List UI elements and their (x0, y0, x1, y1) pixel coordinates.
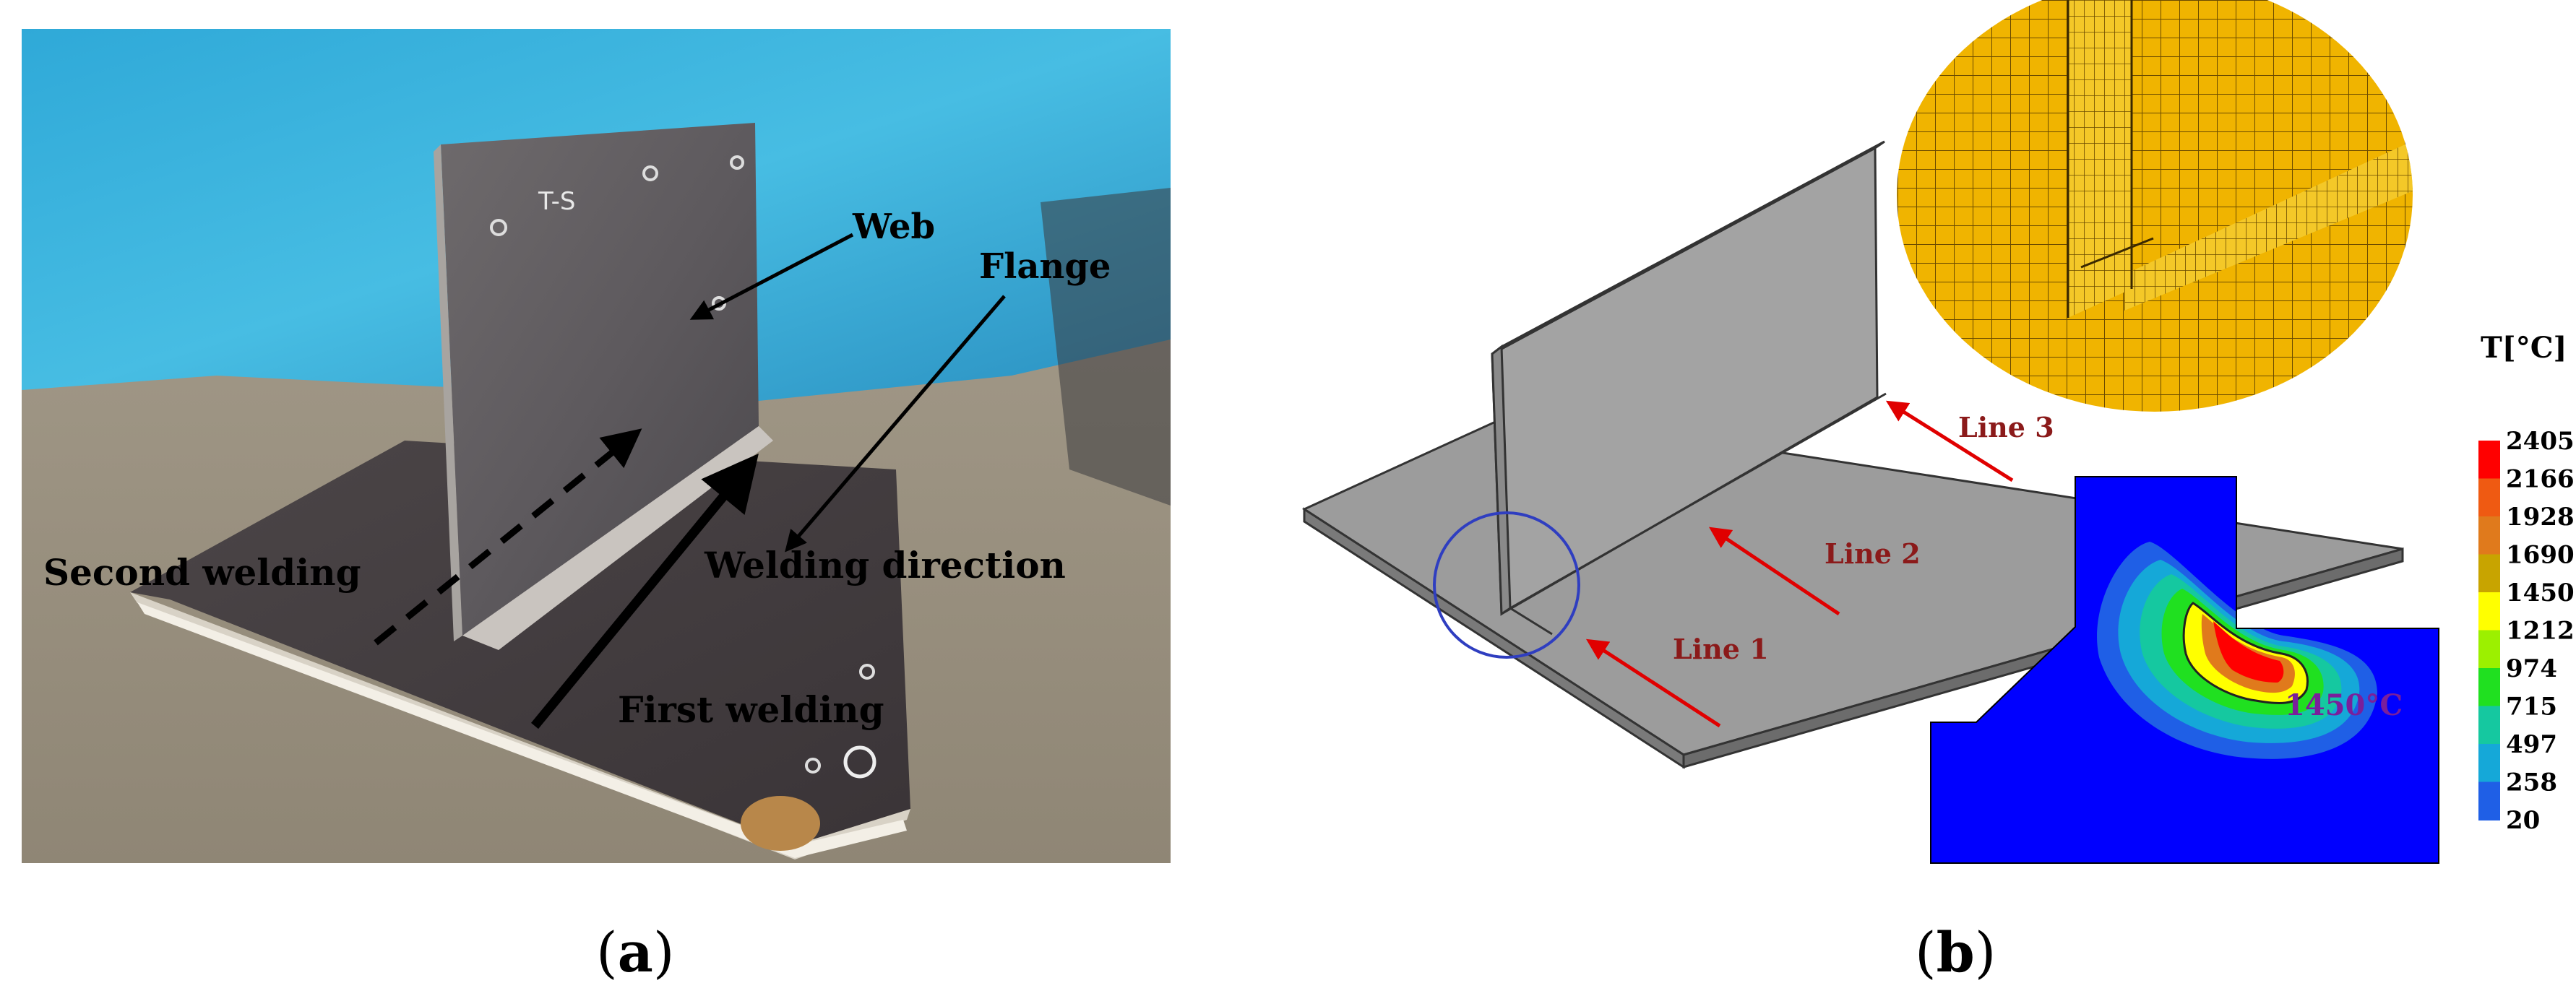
legend-tick-label: 497 (2506, 730, 2557, 759)
label-line-2: Line 2 (1825, 537, 1921, 570)
flange-plate (130, 441, 910, 845)
web-pointer-arrow (689, 233, 854, 320)
first-welding-arrow (530, 453, 759, 729)
legend-title: T[°C] (2481, 331, 2567, 365)
legend-swatch (2478, 592, 2500, 631)
caption-b: (b) (1915, 920, 1996, 984)
label-welding-direction: Welding direction (704, 544, 1066, 586)
mesh-detail (1897, 0, 2413, 412)
caption-a: (a) (596, 920, 675, 984)
isotherm-label: 1450°C (2285, 688, 2403, 722)
detail-circle (1433, 511, 1580, 659)
legend-swatch (2478, 744, 2500, 783)
legend-tick-label: 1450 (2506, 579, 2575, 607)
label-second-welding: Second welding (43, 551, 361, 594)
legend-tick-label: 715 (2506, 693, 2557, 722)
legend-tick-label: 2405 (2506, 427, 2575, 456)
second-welding-arrow (374, 428, 642, 646)
temperature-legend: T[°C] 2405 2166 1928 1690 1450 1212 974 715 497 2… (2478, 331, 2575, 835)
legend-tick-label: 20 (2506, 806, 2540, 835)
legend-swatch (2478, 630, 2500, 669)
legend-tick-label: 1690 (2506, 541, 2575, 570)
temperature-field (1930, 476, 2439, 864)
line-2-arrow (1709, 527, 1840, 616)
legend-swatch (2478, 441, 2500, 480)
legend-swatch (2478, 706, 2500, 745)
line-1-arrow (1585, 638, 1721, 728)
weld-bead (462, 426, 773, 650)
line-3-arrow (1885, 400, 2014, 482)
legend-swatch (2478, 554, 2500, 593)
panel-a-photo: T-S (22, 29, 1171, 863)
legend-tick-label: 1212 (2506, 617, 2575, 646)
web-plate (441, 123, 759, 636)
label-flange: Flange (979, 246, 1111, 287)
legend-tick-label: 2166 (2506, 465, 2575, 494)
label-web: Web (852, 207, 935, 247)
flange-pointer-arrow (785, 295, 1006, 553)
wooden-support (741, 796, 820, 851)
plate-marking: T-S (538, 187, 576, 216)
legend-swatch (2478, 478, 2500, 517)
label-line-1: Line 1 (1673, 633, 1769, 665)
legend-tick-label: 974 (2506, 654, 2557, 683)
label-line-3: Line 3 (1958, 411, 2054, 443)
legend-swatch (2478, 516, 2500, 555)
legend-swatch (2478, 781, 2500, 820)
legend-swatch (2478, 668, 2500, 707)
legend-tick-label: 1928 (2506, 503, 2575, 532)
label-first-welding: First welding (618, 688, 884, 731)
legend-tick-label: 258 (2506, 768, 2557, 797)
